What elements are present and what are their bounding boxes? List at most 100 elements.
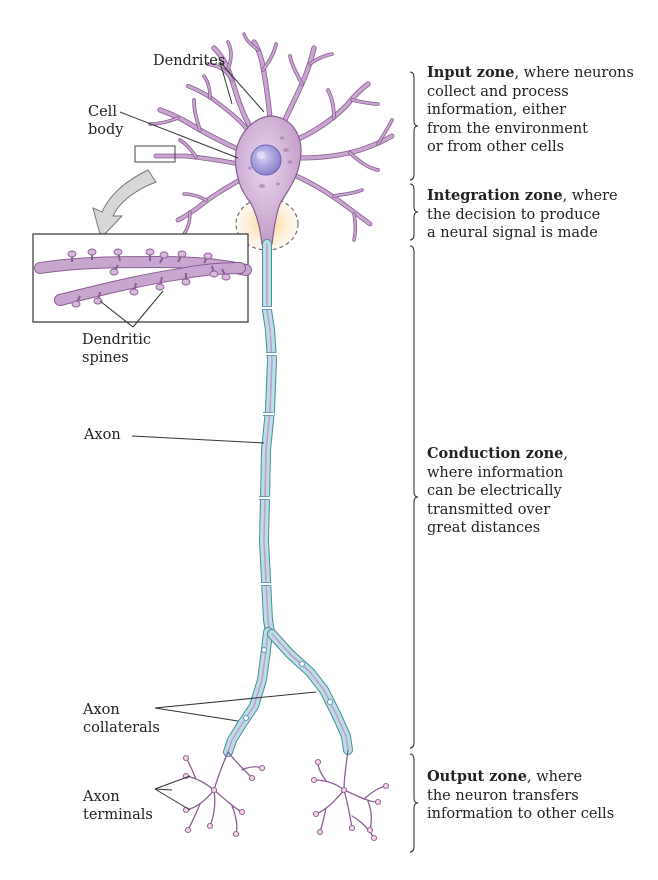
dendritic-spine-head	[155, 283, 165, 291]
axon	[223, 239, 353, 757]
dendrite-branch	[294, 174, 372, 226]
axon-terminal-bouton	[374, 798, 382, 806]
dendritic-spine-head	[67, 250, 77, 258]
dendrite-branch	[348, 151, 380, 172]
dendrite-branch	[261, 42, 278, 72]
cell-body-shape	[234, 115, 302, 245]
dendritic-spines-label: Dendritic spines	[82, 331, 151, 367]
dendrite-branch	[294, 82, 370, 142]
dendritic-spine-head	[113, 248, 123, 256]
axon-collaterals-label-line2: collaterals	[83, 720, 160, 736]
zone-brace	[409, 245, 419, 749]
dendrite-branch	[282, 46, 316, 124]
zoom-arrow	[92, 169, 157, 239]
dendritic-spine-head	[71, 300, 81, 308]
axon-terminal-bouton	[314, 758, 322, 766]
dendritic-spine-head	[209, 270, 219, 278]
conduction-zone-line4: transmitted over	[427, 501, 551, 518]
input-zone-title: Input zone	[427, 64, 515, 81]
dendritic-spine-head	[129, 288, 139, 296]
dendrite-branch	[333, 189, 363, 197]
axon-terminal-bouton	[316, 828, 324, 836]
dendrite-branch	[186, 84, 248, 130]
zone-brace	[409, 753, 419, 853]
dendrite-branch	[183, 193, 207, 201]
zone-braces	[409, 71, 419, 853]
collateral-node	[299, 661, 305, 667]
dendritic-spine-head	[145, 248, 155, 256]
inset-dendrite	[34, 248, 252, 308]
terminal-branch	[213, 751, 229, 791]
collateral-node	[243, 715, 249, 721]
dendrite-branch	[227, 41, 232, 71]
dendrite-branch	[309, 53, 333, 65]
integration-zone-line2: the decision to produce	[427, 206, 601, 223]
input-zone-text: Input zone, where neurons collect and pr…	[427, 64, 652, 157]
cell-body-label-line1: Cell	[88, 104, 117, 120]
dendrites-label: Dendrites	[153, 52, 225, 70]
dendritic-spines-label-line2: spines	[82, 350, 129, 366]
axon-terminals-label: Axon terminals	[83, 788, 153, 824]
output-zone-line2: the neuron transfers	[427, 787, 579, 804]
axon-terminal-bouton	[340, 786, 348, 794]
dendrite-branch	[243, 33, 259, 51]
dendrite-branch	[158, 108, 242, 152]
dendritic-spines-label-line1: Dendritic	[82, 332, 151, 348]
conduction-zone-line5: great distances	[427, 520, 541, 536]
dendritic-spine-head	[109, 268, 119, 276]
axon-collateral-right-myelin	[268, 630, 352, 754]
terminal-branch	[185, 789, 215, 811]
dendritic-spine-head	[181, 278, 191, 286]
cell-body-label-line2: body	[88, 122, 124, 138]
axon-label: Axon	[84, 426, 121, 444]
dendrites-label-text: Dendrites	[153, 53, 226, 69]
axon-collaterals-label-line1: Axon	[83, 702, 120, 718]
output-zone-first-line: , where	[526, 769, 583, 785]
terminal-branch	[213, 789, 243, 813]
output-zone-text: Output zone, where the neuron transfers …	[427, 768, 652, 824]
dendrite-branch	[298, 134, 394, 160]
axon-collaterals-label: Axon collaterals	[83, 701, 160, 737]
terminal-branch	[315, 789, 345, 815]
dendrite-branch	[377, 119, 393, 145]
axon-terminal-bouton	[232, 830, 240, 838]
input-zone-line3: information, either	[427, 102, 567, 118]
dendritic-spine-head	[221, 273, 231, 281]
terminal-branch	[343, 749, 349, 791]
axon-terminal-bouton	[382, 782, 390, 790]
axon-terminal-bouton	[210, 786, 218, 794]
axon-terminal-bouton	[310, 776, 318, 784]
terminal-branch	[231, 805, 238, 835]
dendrite-branch	[154, 154, 240, 166]
dendritic-spine-head	[87, 248, 97, 256]
zone-brace	[409, 183, 419, 241]
integration-zone-line3: a neural signal is made	[427, 225, 598, 241]
axon-terminal-bouton	[182, 754, 190, 762]
conduction-zone-text: Conduction zone, where information can b…	[427, 445, 652, 538]
dendrite-branch	[176, 178, 242, 222]
input-zone-line4: from the environment	[427, 120, 588, 137]
axon-terminal-bouton	[238, 808, 246, 816]
axon-terminal-bouton	[312, 810, 320, 818]
collateral-node	[327, 699, 333, 705]
input-zone-first-line: , where neurons	[514, 65, 634, 81]
dendrites	[148, 32, 395, 242]
axon-label-text: Axon	[84, 427, 121, 443]
dendritic-spine-head	[159, 251, 169, 259]
axon-terminal-bouton	[370, 834, 378, 842]
dendrite-branch	[192, 98, 202, 132]
axon-terminals-label-line2: terminals	[83, 807, 153, 823]
dendrite-branch	[203, 75, 211, 99]
dendritic-spine-head	[177, 250, 187, 258]
axon-terminal-bouton	[258, 764, 266, 772]
leader-lines	[99, 61, 317, 811]
conduction-zone-title: Conduction zone	[427, 445, 564, 462]
dendrite-branch	[149, 117, 179, 125]
axon-terminal-branches	[182, 749, 390, 842]
collateral-node	[261, 647, 267, 653]
terminal-branch	[363, 785, 387, 800]
terminal-branch	[313, 779, 345, 791]
nucleus	[250, 144, 282, 176]
